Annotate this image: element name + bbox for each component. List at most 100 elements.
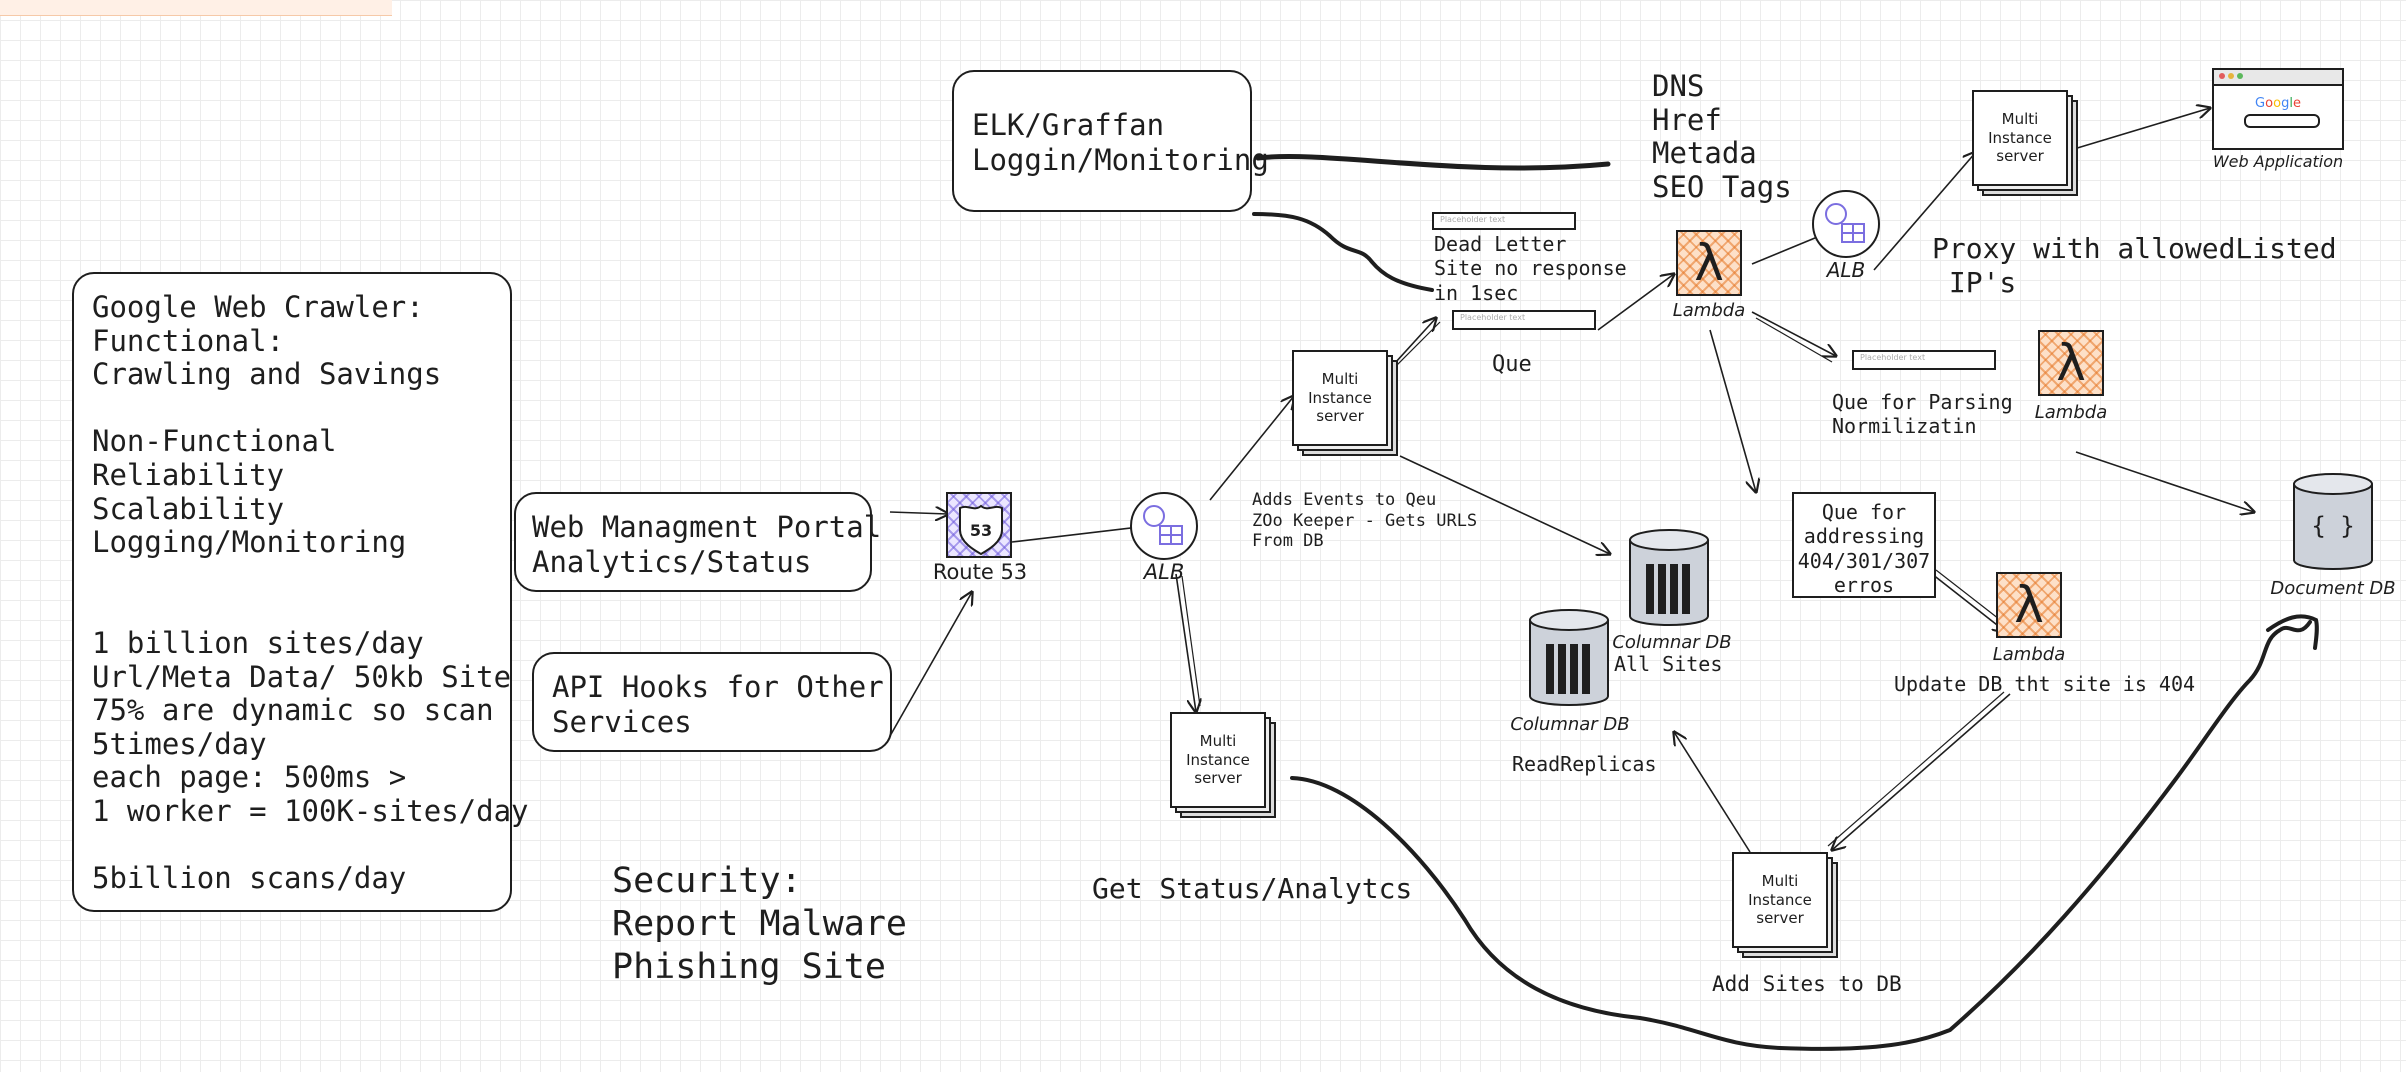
get-status-text: Get Status/Analytcs bbox=[1092, 872, 1413, 905]
requirements-box bbox=[72, 272, 512, 912]
columnar-db-all-sites-icon bbox=[1629, 529, 1709, 626]
requirements-text: Google Web Crawler:Functional:Crawling a… bbox=[92, 290, 529, 895]
arrow-que404-lambda bbox=[1931, 573, 2006, 632]
arrow-lambda-que-parsing bbox=[1751, 311, 1836, 356]
requirement-line: 1 billion sites/day bbox=[92, 625, 424, 660]
elk-logging-stroke bbox=[1255, 154, 1611, 171]
lambda-symbol: λ bbox=[1694, 234, 1724, 292]
web-portal-text: Web Managment Portal Analytics/Status bbox=[532, 510, 882, 580]
arrow-alb-status-server-2 bbox=[1181, 575, 1201, 707]
arrow-addsites-replica bbox=[1674, 732, 1751, 853]
requirement-line bbox=[92, 391, 529, 425]
document-db-icon: { } bbox=[2293, 473, 2373, 570]
requirement-line: Non-Functional bbox=[92, 424, 337, 459]
requirement-line: Scalability bbox=[92, 491, 285, 526]
adds-events-text: Adds Events to Qeu ZOo Keeper - Gets URL… bbox=[1252, 490, 1478, 552]
route53-label: Route 53 bbox=[932, 560, 1028, 584]
elk-box bbox=[952, 70, 1252, 212]
selection-highlight bbox=[0, 0, 392, 16]
requirement-line: Logging/Monitoring bbox=[92, 525, 407, 560]
requirement-line bbox=[92, 559, 529, 593]
arrow-route53-alb bbox=[1011, 526, 1148, 543]
proxy-server-label: Multi Instance server bbox=[1988, 109, 2052, 166]
elk-deadletter-stroke bbox=[1252, 212, 1434, 292]
requirement-line: Functional: bbox=[92, 323, 285, 358]
requirement-line: 5billion scans/day bbox=[92, 861, 407, 896]
api-hooks-box bbox=[532, 652, 892, 752]
requirement-line: Url/Meta Data/ 50kb Site bbox=[92, 659, 512, 694]
alb-main-label: ALB bbox=[1143, 560, 1185, 584]
add-sites-multi-instance-server: Multi Instance server bbox=[1732, 852, 1838, 958]
requirement-line: 1 worker = 100K-sites/day bbox=[92, 793, 529, 828]
dns-tags-text: DNS Href Metada SEO Tags bbox=[1652, 69, 1792, 204]
arrow-lambda-addsites-2 bbox=[1827, 691, 2005, 847]
arrow-alb-multiinstance bbox=[1209, 396, 1294, 501]
columnar-db-replica-icon bbox=[1529, 609, 1609, 706]
lambda-404-icon: λ bbox=[1996, 572, 2062, 638]
add-sites-server-label: Multi Instance server bbox=[1748, 871, 1812, 928]
alb-proxy-icon bbox=[1812, 190, 1880, 258]
status-server-label: Multi Instance server bbox=[1186, 731, 1250, 788]
crawler-server-label: Multi Instance server bbox=[1308, 369, 1372, 426]
que-404-box bbox=[1792, 492, 1936, 598]
add-sites-text: Add Sites to DB bbox=[1712, 972, 1902, 996]
lambda-crawler-icon: λ bbox=[1676, 230, 1742, 296]
lambda-404-label: Lambda bbox=[1992, 644, 2066, 665]
que-text: Que bbox=[1492, 352, 1532, 377]
security-text: Security: Report Malware Phishing Site bbox=[612, 861, 908, 988]
que-parsing-text: Que for Parsing Normilizatin bbox=[1832, 390, 2013, 439]
arrow-lambda-addsites bbox=[1832, 693, 2011, 850]
status-to-documentdb-stroke bbox=[1290, 620, 2312, 1051]
web-application-icon: Google bbox=[2212, 68, 2344, 150]
arrow-lambda-documentdb bbox=[2075, 451, 2254, 512]
requirement-line: Crawling and Savings bbox=[92, 357, 442, 392]
arrow-lambda-que404 bbox=[1709, 329, 1756, 492]
lambda-parsing-icon: λ bbox=[2038, 330, 2104, 396]
alb-proxy-label: ALB bbox=[1826, 258, 1866, 282]
document-db-label: Document DB bbox=[2270, 578, 2396, 599]
google-logo: Google bbox=[2255, 96, 2301, 111]
columnar-all-label2: All Sites bbox=[1614, 652, 1723, 676]
dead-letter-text: Dead Letter Site no response in 1sec bbox=[1434, 232, 1627, 305]
requirement-line: 5times/day bbox=[92, 726, 267, 761]
lambda-symbol: λ bbox=[2056, 334, 2086, 392]
que-placeholder: Placeholder text bbox=[1452, 310, 1596, 330]
crawler-multi-instance-server: Multi Instance server bbox=[1292, 350, 1398, 456]
proxy-text: Proxy with allowedListed IP's bbox=[1932, 232, 2337, 300]
lambda-parsing-label: Lambda bbox=[2034, 402, 2108, 423]
proxy-multi-instance-server: Multi Instance server bbox=[1972, 90, 2078, 196]
arrow-lambda-que-parsing-2 bbox=[1755, 317, 1833, 363]
dead-letter-placeholder: Placeholder text bbox=[1432, 212, 1576, 230]
arrow-api-route53 bbox=[889, 592, 972, 737]
columnar-all-label1: Columnar DB bbox=[1612, 632, 1732, 653]
arrow-que-lambda bbox=[1597, 274, 1674, 331]
arrow-portal-route53 bbox=[889, 512, 948, 514]
requirement-line bbox=[92, 592, 529, 626]
arrow-multi-columnar bbox=[1399, 455, 1610, 554]
arrow-alb-status-server bbox=[1175, 573, 1196, 712]
requirement-line bbox=[92, 828, 529, 862]
status-multi-instance-server: Multi Instance server bbox=[1170, 712, 1276, 818]
que-parsing-placeholder: Placeholder text bbox=[1852, 350, 1996, 370]
arrow-proxy-webapp bbox=[2063, 108, 2210, 153]
que-404-text: Que for addressing 404/301/307 erros bbox=[1797, 500, 1931, 598]
requirement-line: Google Web Crawler: bbox=[92, 290, 424, 324]
alb-main-icon bbox=[1130, 492, 1198, 560]
lambda-crawler-label: Lambda bbox=[1672, 300, 1746, 321]
requirement-line: each page: 500ms > bbox=[92, 760, 407, 795]
documentdb-hook-stroke bbox=[2266, 614, 2319, 650]
web-application-label: Web Application bbox=[2212, 152, 2344, 171]
elk-text: ELK/Graffan Loggin/Monitoring bbox=[972, 108, 1269, 178]
requirement-line: Reliability bbox=[92, 457, 285, 492]
columnar-replica-label1: Columnar DB bbox=[1510, 714, 1630, 735]
requirement-line: 75% are dynamic so scan bbox=[92, 693, 494, 728]
route53-icon: 53 bbox=[946, 492, 1012, 558]
svg-text:53: 53 bbox=[970, 521, 992, 540]
columnar-replica-label2: ReadReplicas bbox=[1512, 752, 1657, 776]
arrow-alb-proxy-multi bbox=[1873, 152, 1976, 271]
svg-text:{ }: { } bbox=[2311, 512, 2354, 540]
web-portal-box bbox=[514, 492, 872, 592]
update-db-text: Update DB tht site is 404 bbox=[1894, 672, 2196, 696]
